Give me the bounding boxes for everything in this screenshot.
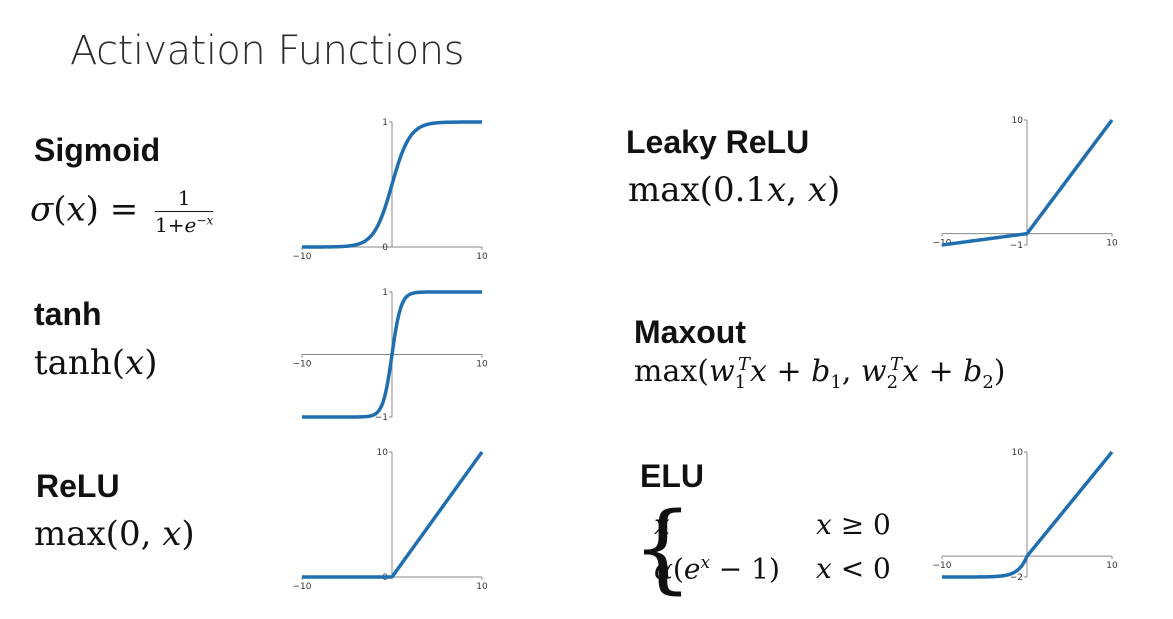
y-tick-label: 10 bbox=[377, 448, 389, 458]
x-tick-label: 10 bbox=[476, 360, 488, 370]
elu-plot: −10 10 −2 10 bbox=[933, 448, 1118, 583]
sigmoid-plot: −10 10 0 1 bbox=[293, 118, 488, 262]
elu-curve bbox=[941, 450, 1114, 579]
sigmoid-name: Sigmoid bbox=[34, 132, 161, 168]
y-tick-label: 10 bbox=[1012, 448, 1024, 458]
elu-case-negative: α(ex − 1)x < 0 bbox=[654, 552, 891, 586]
elu-name: ELU bbox=[640, 458, 704, 494]
y-tick-label: 10 bbox=[1012, 116, 1024, 126]
tanh-name: tanh bbox=[34, 296, 102, 332]
slide-title: Activation Functions bbox=[70, 28, 464, 74]
x-tick-label: 10 bbox=[1106, 561, 1118, 571]
x-tick-label: 10 bbox=[1106, 239, 1118, 249]
y-tick-label: −1 bbox=[375, 413, 388, 423]
x-tick-label: −10 bbox=[293, 252, 312, 262]
x-tick-label: −10 bbox=[293, 582, 312, 592]
y-tick-label: 1 bbox=[382, 118, 388, 128]
y-tick-label: 0 bbox=[382, 243, 388, 253]
y-tick-label: −2 bbox=[1010, 573, 1023, 583]
leaky-curve bbox=[941, 118, 1114, 247]
leaky-relu-name: Leaky ReLU bbox=[626, 124, 810, 160]
y-tick-label: 1 bbox=[382, 288, 388, 298]
x-tick-label: 10 bbox=[476, 582, 488, 592]
relu-name: ReLU bbox=[36, 468, 120, 504]
maxout-name: Maxout bbox=[634, 314, 746, 350]
sigmoid-curve bbox=[301, 120, 483, 249]
tanh-curve bbox=[301, 290, 483, 419]
x-tick-label: 10 bbox=[476, 252, 488, 262]
x-tick-label: −10 bbox=[293, 360, 312, 370]
maxout-formula: max(w1Tx + b1, w2Tx + b2) bbox=[634, 354, 1006, 393]
y-tick-label: −1 bbox=[1010, 241, 1023, 251]
x-tick-label: −10 bbox=[933, 561, 952, 571]
leaky-relu-formula: max(0.1x, x) bbox=[628, 170, 841, 210]
tanh-plot: −10 10 −1 1 bbox=[293, 288, 488, 423]
tanh-formula: tanh(x) bbox=[34, 343, 158, 383]
relu-formula: max(0, x) bbox=[34, 514, 195, 554]
relu-curve bbox=[301, 450, 484, 579]
left-brace: { bbox=[632, 492, 694, 604]
